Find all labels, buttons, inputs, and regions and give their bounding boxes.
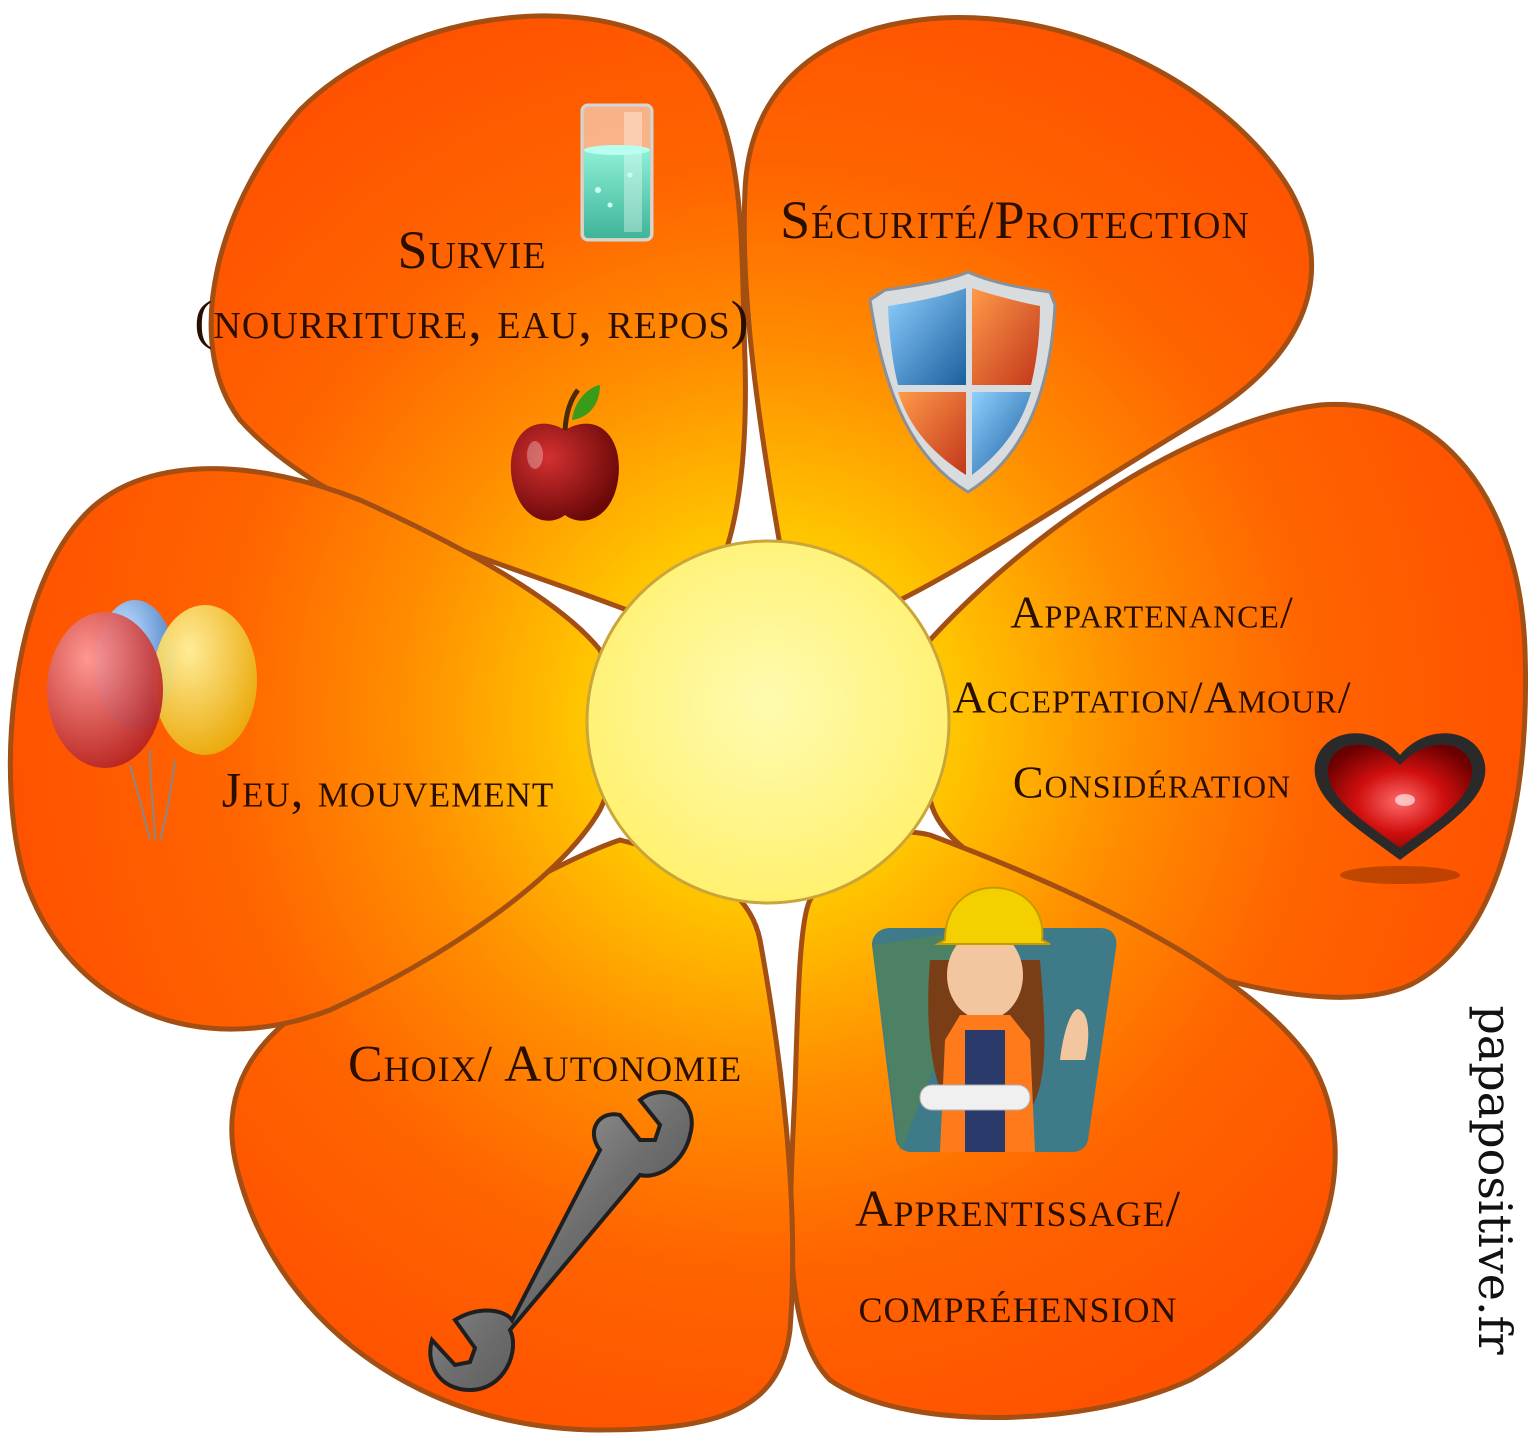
label-survie-line2: (nourriture, eau, repos) [194, 290, 750, 350]
glass-of-water-icon [580, 103, 654, 242]
petal-jeu [7, 466, 618, 1032]
petals [7, 13, 1528, 1433]
label-apprentissage-line2: compréhension [858, 1277, 1178, 1334]
apple-icon [510, 385, 619, 521]
watermark: papapositive.fr [1468, 1005, 1522, 1355]
flower-center [585, 539, 951, 905]
petal-appartenance [913, 401, 1528, 1000]
label-securite: Sécurité/Protection [780, 185, 1250, 255]
worker-woman-icon [872, 886, 1117, 1152]
label-appartenance-line2: Acceptation/Amour/ [952, 671, 1352, 723]
label-jeu-line1: Jeu, mouvement [221, 761, 555, 818]
label-survie-line1: Survie [397, 219, 547, 280]
label-appartenance-line3: Considération [1012, 756, 1292, 808]
heart-icon [1314, 733, 1486, 884]
label-apprentissage: Apprentissage/ compréhension [855, 1162, 1181, 1354]
shield-icon [868, 270, 1057, 494]
label-jeu: Jeu, mouvement [222, 758, 555, 823]
balloons-icon [47, 600, 257, 841]
label-securite-line1: Sécurité/Protection [780, 189, 1250, 250]
label-apprentissage-line1: Apprentissage/ [854, 1180, 1182, 1238]
label-choix: Choix/ Autonomie [348, 1031, 742, 1099]
label-choix-line1: Choix/ Autonomie [347, 1036, 743, 1094]
wrench-icon [428, 1090, 694, 1393]
label-appartenance-line1: Appartenance/ [1010, 586, 1294, 638]
label-appartenance: Appartenance/ Acceptation/Amour/ Considé… [952, 569, 1351, 824]
label-survie: Survie (nourriture, eau, repos) [194, 215, 749, 355]
